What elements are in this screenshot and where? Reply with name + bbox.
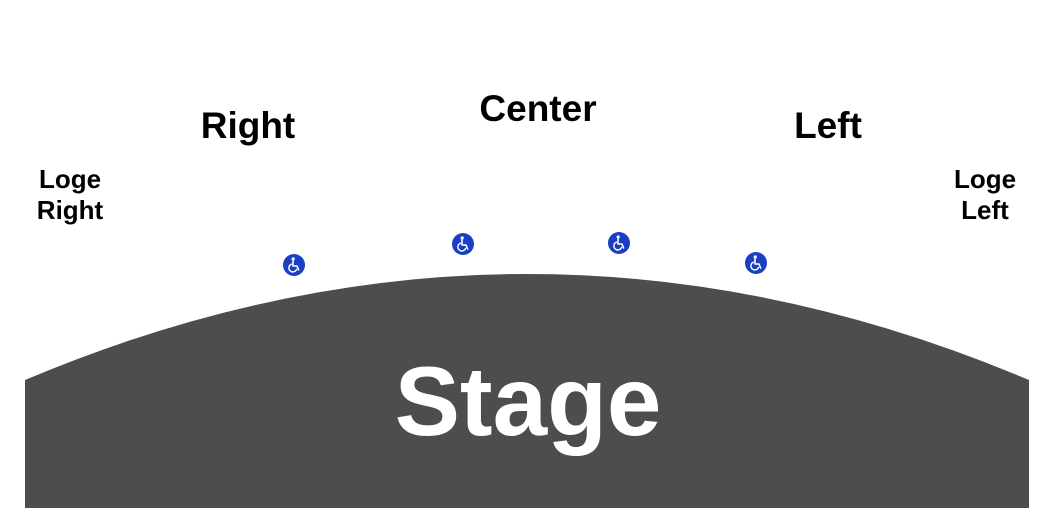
section-loge-right-label[interactable]: Loge Right bbox=[37, 164, 103, 226]
wheelchair-icon[interactable] bbox=[608, 232, 630, 254]
wheelchair-icon[interactable] bbox=[452, 233, 474, 255]
loge-left-line-1: Loge bbox=[953, 164, 1017, 194]
stage-area bbox=[25, 274, 1029, 508]
section-right-label[interactable]: Right bbox=[200, 105, 296, 146]
wheelchair-icon[interactable] bbox=[283, 254, 305, 276]
loge-right-line-1: Loge bbox=[38, 164, 102, 194]
loge-left-line-2: Left bbox=[961, 195, 1009, 225]
stage-label: Stage bbox=[394, 346, 662, 456]
wheelchair-icon[interactable] bbox=[745, 252, 767, 274]
section-loge-left-label[interactable]: Loge Left bbox=[954, 164, 1016, 226]
section-center-label[interactable]: Center bbox=[479, 88, 597, 129]
loge-right-line-2: Right bbox=[36, 195, 104, 225]
section-left-label[interactable]: Left bbox=[794, 105, 862, 146]
